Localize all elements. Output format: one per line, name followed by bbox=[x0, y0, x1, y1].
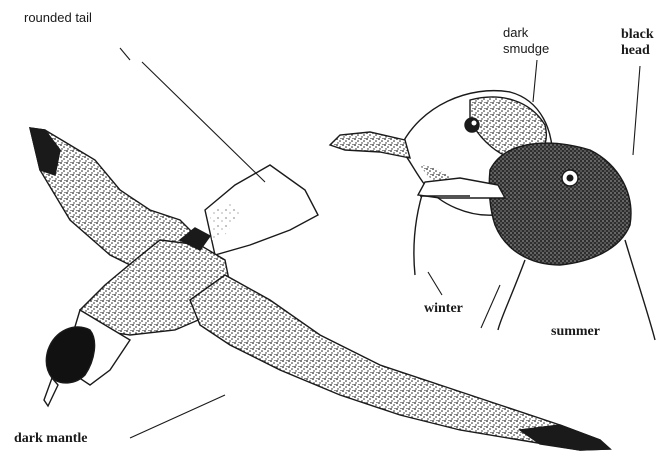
label-dark-smudge-line1: dark bbox=[503, 25, 549, 41]
winter-eye bbox=[465, 118, 479, 132]
summer-black-head bbox=[489, 143, 631, 265]
lower-wingtip bbox=[520, 425, 610, 450]
leader-summer bbox=[481, 285, 500, 328]
leader-rounded-tail-tick bbox=[120, 48, 130, 60]
leader-dark-mantle bbox=[130, 395, 225, 438]
label-rounded-tail: rounded tail bbox=[24, 11, 92, 24]
label-black-head-line2: head bbox=[621, 43, 654, 59]
label-dark-mantle: dark mantle bbox=[14, 432, 88, 446]
label-dark-smudge-line2: smudge bbox=[503, 41, 549, 57]
flying-bill bbox=[44, 378, 58, 406]
label-dark-smudge: dark smudge bbox=[503, 25, 549, 57]
leader-dark-smudge bbox=[533, 60, 537, 102]
label-black-head-line1: black bbox=[621, 27, 654, 43]
upper-wingtip bbox=[30, 128, 60, 175]
winter-neck-line bbox=[414, 185, 425, 275]
label-summer: summer bbox=[551, 325, 600, 339]
lower-wing bbox=[190, 275, 610, 450]
label-winter: winter bbox=[424, 302, 463, 316]
winter-bill bbox=[330, 132, 410, 158]
leader-winter bbox=[428, 272, 442, 295]
label-black-head: black head bbox=[621, 27, 654, 59]
leader-black-head bbox=[633, 66, 640, 155]
leader-rounded-tail bbox=[142, 62, 265, 182]
summer-neck-line bbox=[498, 260, 525, 330]
